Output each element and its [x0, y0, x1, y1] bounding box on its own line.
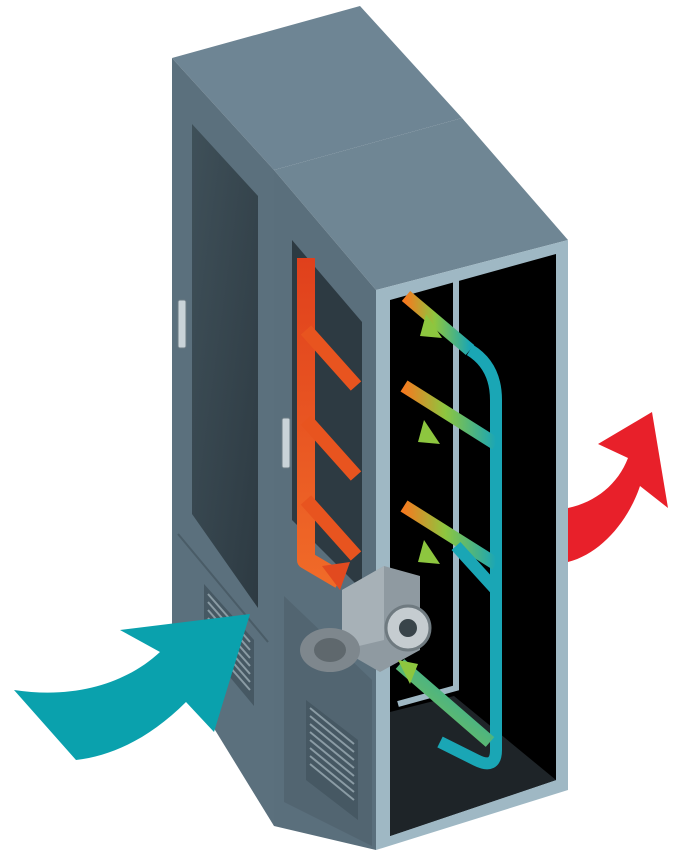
right-door-handle: [282, 418, 290, 468]
cool-air-intake-arrow: [14, 614, 250, 760]
left-door-handle: [178, 300, 186, 348]
right-cabinet: [274, 118, 568, 850]
hot-air-exhaust-arrow: [568, 412, 668, 562]
